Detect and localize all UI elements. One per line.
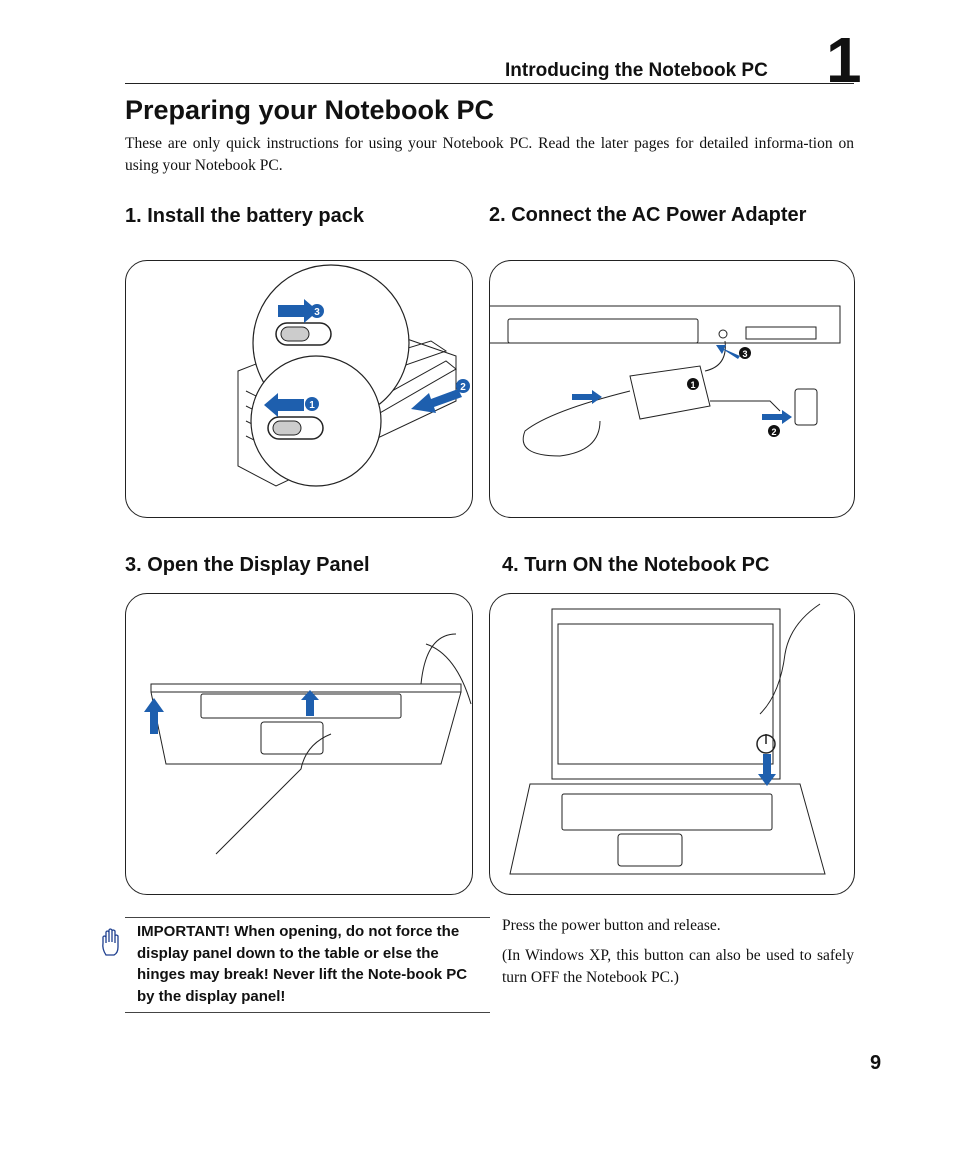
arrow-icon [144, 698, 164, 734]
step-3-heading: 3. Open the Display Panel [125, 554, 370, 576]
chapter-number: 1 [826, 24, 862, 96]
step-1-heading: 1. Install the battery pack [125, 205, 364, 227]
callout-1: 1 [309, 400, 315, 411]
arrow-icon [301, 690, 319, 716]
arrow-icon [411, 389, 462, 413]
important-note: IMPORTANT! When opening, do not force th… [137, 923, 468, 1005]
important-box [125, 917, 490, 1013]
hand-stop-icon [102, 928, 119, 956]
callout-2: 2 [771, 427, 776, 437]
page-number: 9 [870, 1052, 882, 1074]
callout-3: 3 [742, 349, 747, 359]
battery-illustration: 3 1 2 [125, 260, 473, 518]
arrow-icon [758, 754, 776, 786]
step-4-heading: 4. Turn ON the Notebook PC [502, 554, 770, 576]
open-display-illustration [125, 593, 473, 895]
chapter-title: Introducing the Notebook PC [505, 60, 768, 81]
power-note-line-2: (In Windows XP, this button can also be … [502, 947, 854, 986]
intro-paragraph: These are only quick instructions for us… [125, 135, 854, 174]
page-title: Preparing your Notebook PC [125, 95, 495, 125]
power-on-illustration [489, 593, 855, 895]
power-note-line-1: Press the power button and release. [502, 917, 721, 934]
arrow-icon [278, 299, 318, 323]
callout-1: 1 [690, 380, 695, 390]
header-rule [125, 83, 854, 84]
arrow-icon [572, 390, 602, 404]
callout-3: 3 [314, 307, 320, 318]
arrow-icon [716, 345, 740, 359]
arrow-icon [264, 393, 304, 417]
ac-adapter-illustration: 1 2 3 [489, 260, 855, 518]
step-2-heading: 2. Connect the AC Power Adapter [489, 204, 807, 226]
callout-2: 2 [460, 382, 466, 393]
arrow-icon [762, 410, 792, 424]
